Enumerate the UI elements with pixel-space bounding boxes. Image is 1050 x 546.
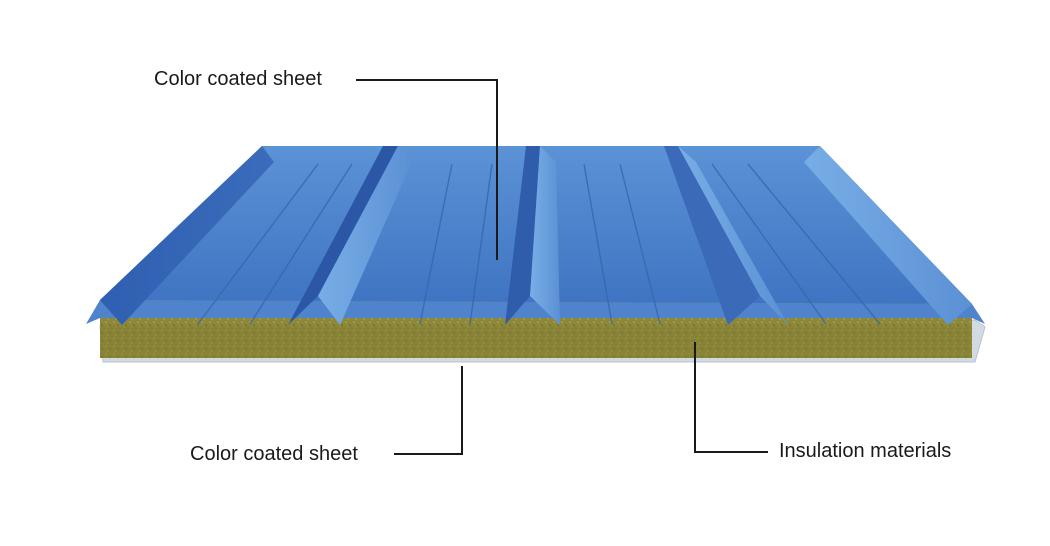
rib-right-edge (804, 146, 972, 325)
top-sheet-edge (86, 300, 985, 324)
leader-insulation (694, 342, 768, 453)
rib-2-dark-face (505, 146, 540, 325)
leader-top-sheet (356, 79, 498, 260)
leader-lines (356, 79, 768, 455)
rib-left-edge (100, 146, 274, 325)
rib-3-light-face (678, 146, 788, 325)
rib-3-dark-face (664, 146, 760, 325)
label-insulation-materials: Insulation materials (779, 440, 952, 462)
insulation-core-front (100, 326, 972, 358)
leader-bottom-sheet (394, 366, 463, 455)
rib-2-light-face (530, 146, 560, 325)
rib-1-light-face (318, 146, 412, 325)
label-bottom-color-coated-sheet: Color coated sheet (190, 443, 358, 465)
sheet-grooves (197, 163, 881, 325)
label-top-color-coated-sheet: Color coated sheet (154, 68, 322, 90)
rib-1-dark-face (288, 146, 398, 325)
